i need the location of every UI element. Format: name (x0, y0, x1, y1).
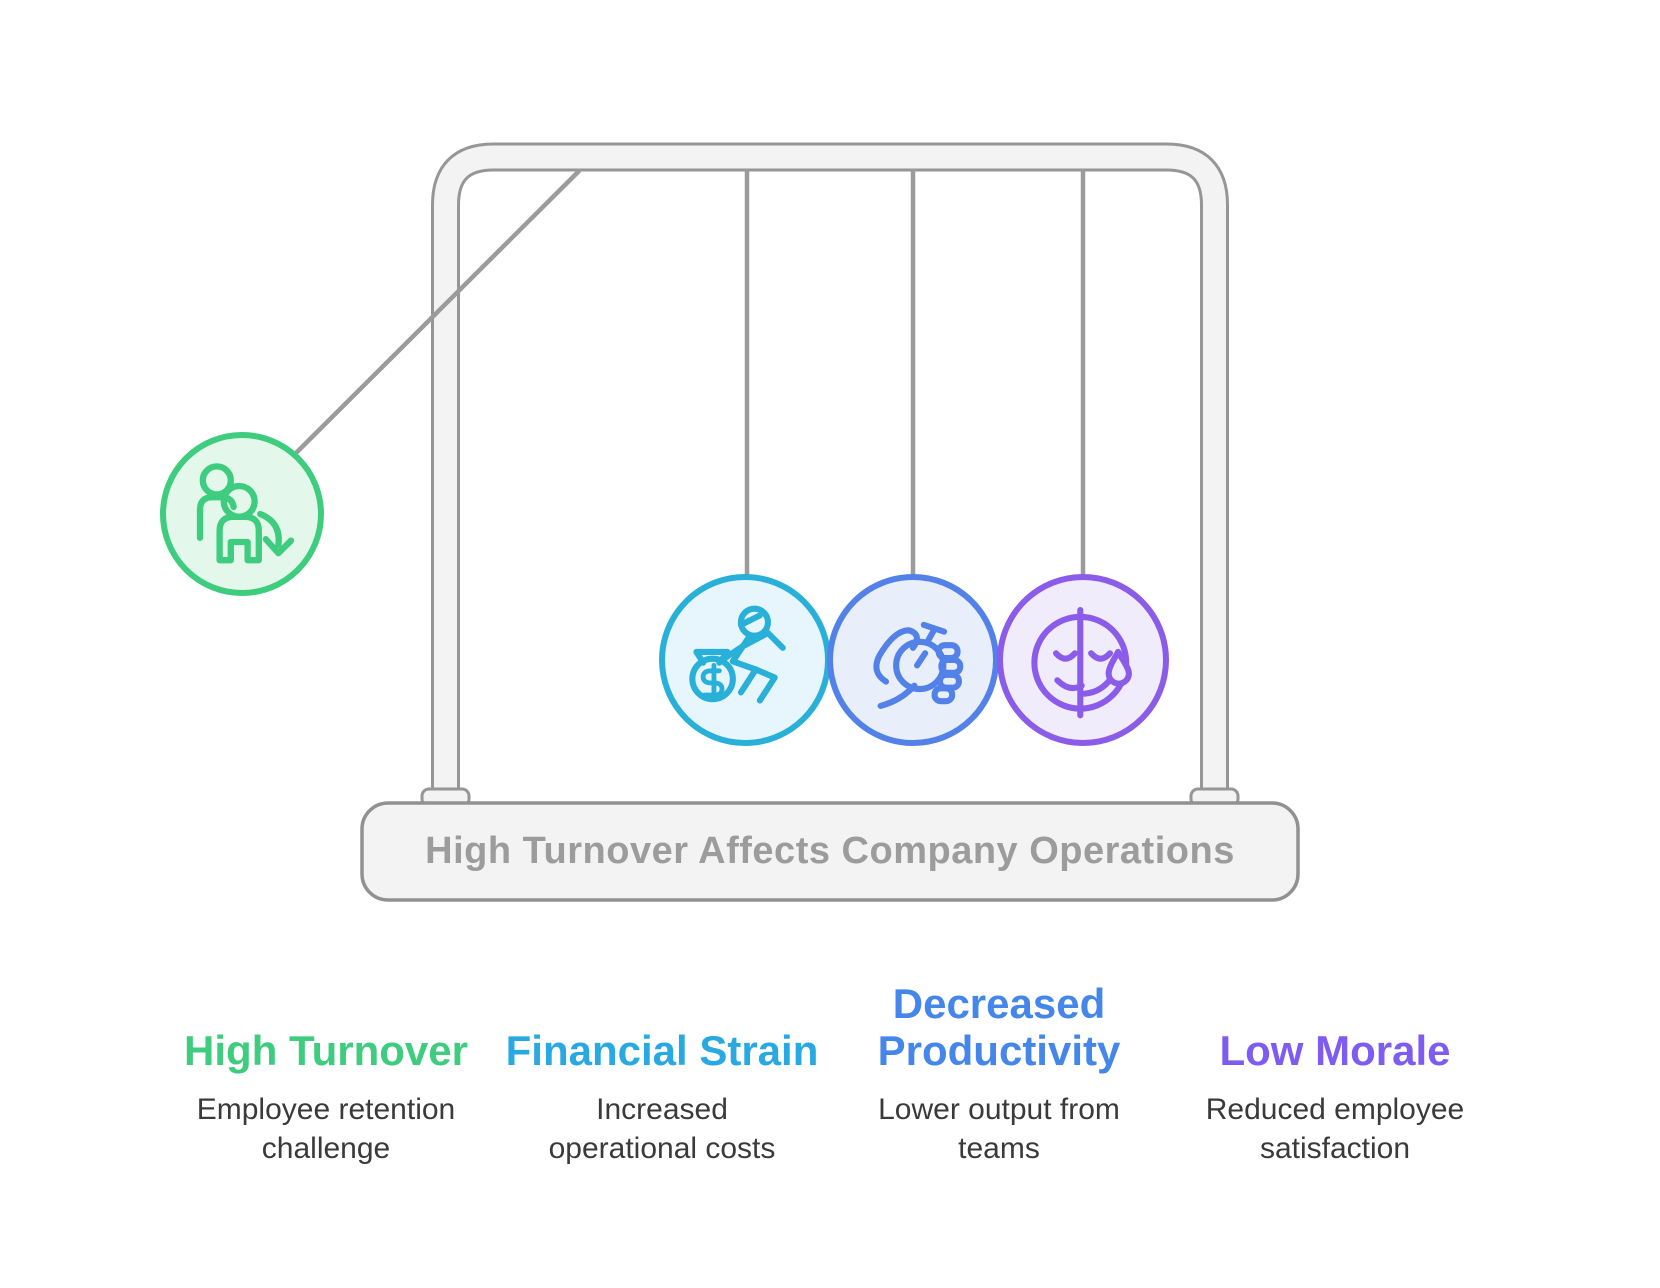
left-eye (1052, 650, 1078, 662)
column-description: Employee retention challenge (196, 1093, 456, 1165)
frame-tube-fill (434, 145, 1226, 793)
money-bag (689, 655, 736, 703)
ball-decreased-productivity (827, 574, 999, 746)
column-description: Lower output from teams (878, 1093, 1120, 1165)
ball-low-morale (997, 574, 1169, 746)
money-bag-knot (693, 648, 731, 666)
employee-turnover-icon (196, 463, 295, 564)
column-heading: Financial Strain (505, 1026, 819, 1074)
arrow-curve (257, 510, 282, 548)
column-heading: High Turnover (184, 1026, 468, 1074)
arrow-head (262, 536, 295, 557)
hand-stopwatch-icon (873, 621, 964, 709)
cradle-base (360, 801, 1300, 902)
ball-high-turnover (160, 432, 324, 596)
thumb (873, 627, 920, 685)
column-heading: Decreased Productivity (877, 979, 1121, 1074)
column-high-turnover: High Turnover Employee retention challen… (156, 952, 496, 1168)
money-runner-icon (689, 605, 786, 704)
sad-face-tear-icon (1031, 607, 1132, 719)
ball-circle (659, 574, 831, 746)
column-description: Increased operational costs (548, 1093, 776, 1165)
column-heading: Low Morale (1219, 1026, 1451, 1074)
column-decreased-productivity: Decreased Productivity Lower output from… (829, 952, 1169, 1168)
cradle-frame (431, 142, 1229, 793)
string-swung (294, 168, 582, 455)
column-financial-strain: Financial Strain Increased operational c… (492, 952, 832, 1168)
ball-financial-strain (659, 574, 831, 746)
column-description: Reduced employee satisfaction (1205, 1093, 1465, 1165)
strings (294, 168, 1086, 583)
right-eye (1088, 650, 1114, 662)
column-low-morale: Low Morale Reduced employee satisfaction (1165, 952, 1505, 1168)
teardrop (1105, 648, 1132, 687)
cradle-base-title: High Turnover Affects Company Operations (425, 830, 1235, 872)
ball-circle (827, 574, 999, 746)
